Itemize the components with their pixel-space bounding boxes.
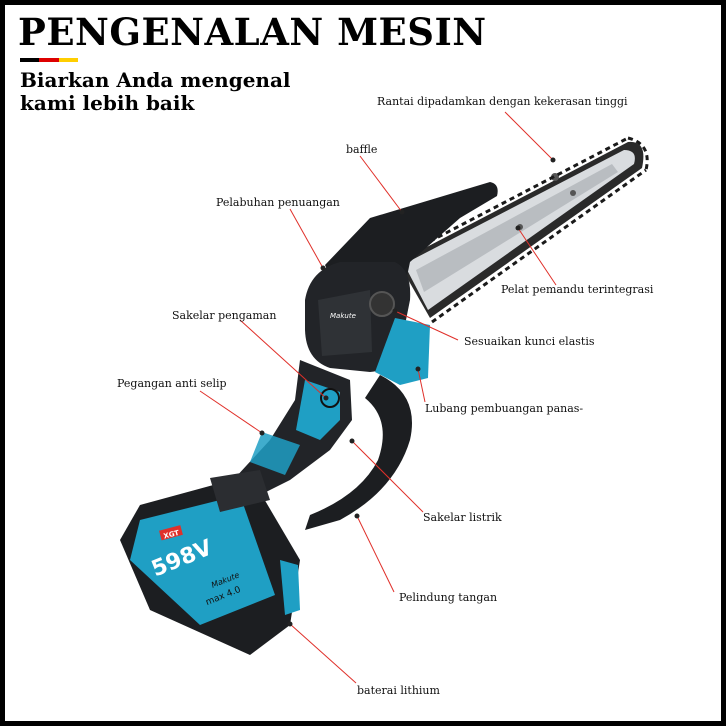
- callout-chain: Rantai dipadamkan dengan kekerasan tingg…: [377, 95, 628, 108]
- callout-anti-slip-grip: Pegangan anti selip: [117, 377, 227, 390]
- callout-hand-guard: Pelindung tangan: [399, 591, 498, 604]
- callout-guide-plate: Pelat pemandu terintegrasi: [501, 283, 654, 296]
- callout-lithium-battery: baterai lithium: [357, 684, 440, 697]
- page-title: PENGENALAN MESIN: [18, 10, 487, 54]
- callout-safety-switch: Sakelar pengaman: [172, 309, 277, 322]
- flag-gold: [58, 58, 78, 62]
- subtitle-line-2: kami lebih baik: [20, 91, 195, 115]
- chain: [397, 136, 649, 324]
- subtitle-line-1: Biarkan Anda mengenal: [20, 68, 291, 92]
- callout-lines: [199, 111, 557, 684]
- callout-baffle: baffle: [346, 143, 378, 156]
- callout-elastic-lock: Sesuaikan kunci elastis: [464, 335, 595, 348]
- callout-power-switch: Sakelar listrik: [423, 511, 502, 524]
- battery: XGT 598V Makute max 4.0: [120, 470, 300, 655]
- callout-oil-port: Pelabuhan penuangan: [216, 196, 340, 209]
- flag-stripe: [20, 58, 78, 62]
- battery-badge: XGT: [163, 529, 181, 541]
- flag-red: [39, 58, 59, 62]
- flag-black: [20, 58, 40, 62]
- callout-heat-vent: Lubang pembuangan panas-: [425, 402, 584, 415]
- subtitle: Biarkan Anda mengenal kami lebih baik: [20, 69, 291, 115]
- body-brand-text: Makute: [330, 312, 356, 320]
